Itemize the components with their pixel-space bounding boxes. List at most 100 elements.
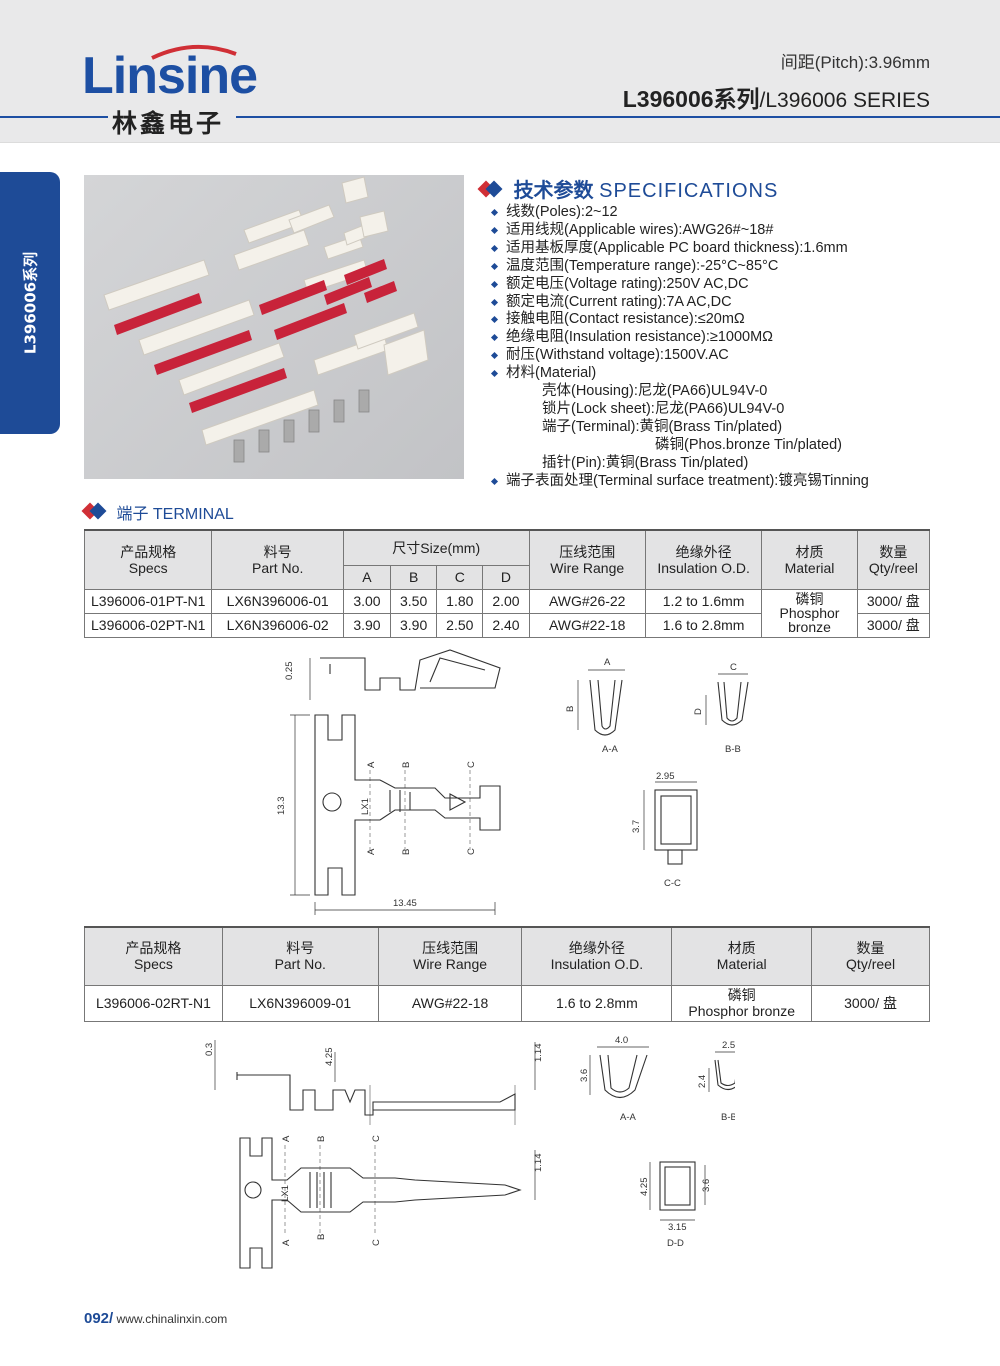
cell-insulation: 1.2 to 1.6mm bbox=[644, 588, 763, 614]
terminal-drawing-1: 0.25 13.3 13.45 A A B B C C LX1 A B A-A … bbox=[276, 649, 749, 915]
section-bb-label: B-B bbox=[725, 744, 741, 755]
specifications-heading-en: SPECIFICATIONS bbox=[599, 180, 779, 202]
spec-item-finish: 端子表面处理(Terminal surface treatment):镀亮锡Ti… bbox=[490, 473, 869, 491]
dim-425-dd: 4.25 bbox=[639, 1178, 650, 1197]
cell-c: 2.50 bbox=[436, 612, 484, 638]
page-header: Linsine 林鑫电子 间距(Pitch):3.96mm L396006系列/… bbox=[0, 0, 1000, 143]
specifications-heading: 技术参数 SPECIFICATIONS bbox=[477, 174, 779, 203]
spec-item: 适用基板厚度(Applicable PC board thickness):1.… bbox=[490, 240, 869, 258]
material-terminal-alt: 磷铜(Phos.bronze Tin/plated) bbox=[655, 436, 842, 453]
page-footer: 092/ www.chinalinxin.com bbox=[84, 1310, 227, 1327]
material-housing: 壳体(Housing):尼龙(PA66)UL94V-0 bbox=[542, 383, 768, 400]
section-c-label: C bbox=[371, 1135, 382, 1142]
pitch-label: 间距(Pitch):3.96mm bbox=[780, 53, 930, 72]
spec-item: 接触电阻(Contact resistance):≤20mΩ bbox=[490, 311, 869, 329]
dim-36-dd: 3.6 bbox=[701, 1179, 712, 1192]
terminal-drawing-2: 0.3 4.25 1.14 1.14 A A B B C C LX1 4.0 3… bbox=[204, 1035, 735, 1269]
section-aa-label: A-A bbox=[602, 744, 619, 755]
col-size-c: C bbox=[436, 564, 484, 590]
col-size-a: A bbox=[342, 564, 392, 590]
specifications-list: 线数(Poles):2~12 适用线规(Applicable wires):AW… bbox=[490, 204, 869, 491]
cell-b: 3.50 bbox=[390, 588, 438, 614]
logo-chinese: 林鑫电子 bbox=[112, 109, 225, 138]
terminal-heading: 端子 TERMINAL bbox=[81, 500, 234, 524]
dim-d-label: D bbox=[693, 708, 704, 715]
logo-wordmark: Linsine bbox=[82, 47, 258, 105]
dim-b-label: B bbox=[565, 706, 576, 712]
lx1-mark: LX1 bbox=[280, 1185, 291, 1202]
section-a-label: A bbox=[281, 1239, 292, 1246]
cell-d: 2.00 bbox=[482, 588, 530, 614]
cell-a: 3.00 bbox=[342, 588, 392, 614]
spec-item: 材料(Material) bbox=[490, 365, 869, 383]
dim-a-label: A bbox=[604, 657, 611, 668]
footer-separator: / bbox=[109, 1310, 114, 1327]
spec-item: 额定电压(Voltage rating):250V AC,DC bbox=[490, 276, 869, 294]
dim-40: 4.0 bbox=[615, 1035, 628, 1046]
cell-qty: 3000/ 盘 bbox=[856, 612, 931, 638]
dim-1345: 13.45 bbox=[393, 898, 417, 909]
cell-wire: AWG#22-18 bbox=[528, 612, 646, 638]
section-dd-label: D-D bbox=[667, 1238, 684, 1249]
specifications-heading-cn: 技术参数 bbox=[513, 180, 594, 202]
cell-d: 2.40 bbox=[482, 612, 530, 638]
section-c-label: C bbox=[466, 761, 477, 768]
series-title-bold: L396006系列 bbox=[622, 86, 760, 112]
section-cc-label: C-C bbox=[664, 878, 681, 889]
section-b-label: B bbox=[316, 1136, 327, 1142]
spec-item: 耐压(Withstand voltage):1500V.AC bbox=[490, 347, 869, 365]
lx1-mark: LX1 bbox=[360, 798, 371, 815]
dim-295: 2.95 bbox=[656, 771, 675, 782]
cell-spec: L396006-02PT-N1 bbox=[83, 612, 213, 638]
header-rule bbox=[0, 116, 1000, 118]
cell-a: 3.90 bbox=[342, 612, 392, 638]
dim-025: 0.25 bbox=[284, 662, 295, 681]
material-terminal: 端子(Terminal):黄铜(Brass Tin/plated) bbox=[542, 418, 783, 435]
section-a-label: A bbox=[366, 761, 377, 768]
cell-part: LX6N396009-01 bbox=[221, 984, 379, 1022]
logo-swoosh-icon bbox=[151, 44, 237, 60]
terminal-heading-text: 端子 TERMINAL bbox=[116, 506, 234, 523]
table-row: L396006-02PT-N1 LX6N396006-02 3.90 3.90 … bbox=[83, 612, 931, 638]
side-series-tab: L396006系列 bbox=[0, 172, 60, 434]
section-bb-label: B-B bbox=[721, 1112, 735, 1123]
spec-item: 线数(Poles):2~12 bbox=[490, 204, 869, 222]
cell-part: LX6N396006-02 bbox=[211, 612, 344, 638]
dim-114: 1.14 bbox=[533, 1154, 544, 1173]
cell-part: LX6N396006-01 bbox=[211, 588, 344, 614]
dim-03: 0.3 bbox=[204, 1043, 215, 1056]
section-b-label: B bbox=[401, 849, 412, 855]
dim-114: 1.14 bbox=[533, 1044, 544, 1063]
table-row: L396006-02RT-N1 LX6N396009-01 AWG#22-18 … bbox=[84, 984, 930, 1022]
cell-qty: 3000/ 盘 bbox=[856, 588, 931, 614]
series-title-rest: /L396006 SERIES bbox=[759, 89, 930, 112]
dim-315: 3.15 bbox=[668, 1222, 687, 1233]
cell-qty: 3000/ 盘 bbox=[811, 984, 930, 1022]
section-c-label: C bbox=[371, 1239, 382, 1246]
cell-spec: L396006-01PT-N1 bbox=[83, 588, 213, 614]
cell-wire: AWG#26-22 bbox=[528, 588, 646, 614]
material-lock: 锁片(Lock sheet):尼龙(PA66)UL94V-0 bbox=[542, 400, 785, 417]
page-number: 092 bbox=[84, 1310, 110, 1327]
series-title: L396006系列/L396006 SERIES bbox=[623, 80, 930, 114]
cell-insulation: 1.6 to 2.8mm bbox=[644, 612, 763, 638]
dim-133: 13.3 bbox=[276, 797, 287, 816]
section-a-label: A bbox=[366, 848, 377, 855]
dim-25: 2.5 bbox=[722, 1040, 735, 1051]
cell-insulation: 1.6 to 2.8mm bbox=[521, 984, 673, 1022]
section-aa-label: A-A bbox=[620, 1112, 637, 1123]
section-b-label: B bbox=[316, 1234, 327, 1240]
website-link[interactable]: www.chinalinxin.com bbox=[116, 1312, 228, 1326]
